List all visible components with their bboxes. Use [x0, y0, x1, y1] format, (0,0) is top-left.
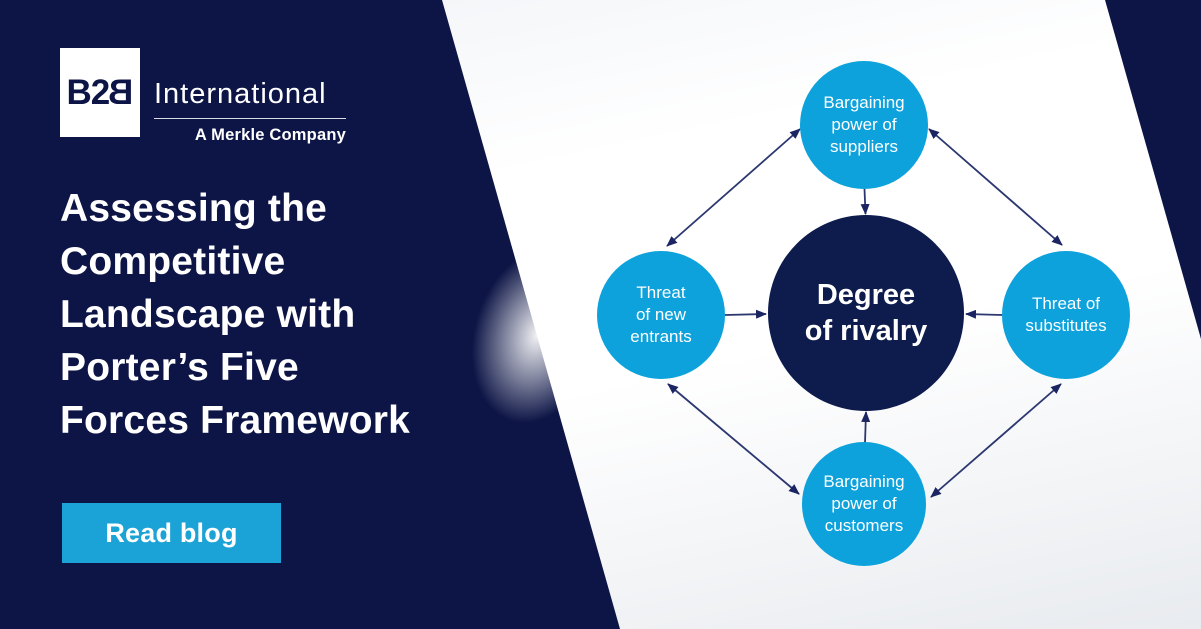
brand-name: International [154, 78, 346, 119]
arrow-customers-to-center [861, 411, 871, 444]
arrow-entrants-to-center [724, 309, 767, 319]
node-threat-substitutes: Threat of substitutes [1002, 251, 1130, 379]
arrow-suppliers-substitutes [928, 128, 1063, 246]
arrow-entrants-customers [667, 383, 800, 495]
node-degree-of-rivalry: Degree of rivalry [768, 215, 964, 411]
logo-letters: B2 [66, 72, 110, 112]
brand-tagline: A Merkle Company [194, 126, 346, 144]
arrow-substitutes-to-center [965, 309, 1003, 319]
logo-wordmark: International A Merkle Company [154, 48, 346, 145]
node-bargaining-power-suppliers: Bargaining power of suppliers [800, 61, 928, 189]
logo-mirrored-b: B [109, 72, 134, 112]
arrow-suppliers-to-center [860, 188, 870, 215]
read-blog-button[interactable]: Read blog [62, 503, 281, 563]
node-bargaining-power-customers: Bargaining power of customers [802, 442, 926, 566]
node-threat-new-entrants: Threat of new entrants [597, 251, 725, 379]
arrow-substitutes-customers [930, 383, 1062, 498]
banner-headline: Assessing the Competitive Landscape with… [60, 187, 411, 442]
arrow-suppliers-entrants [666, 128, 801, 247]
